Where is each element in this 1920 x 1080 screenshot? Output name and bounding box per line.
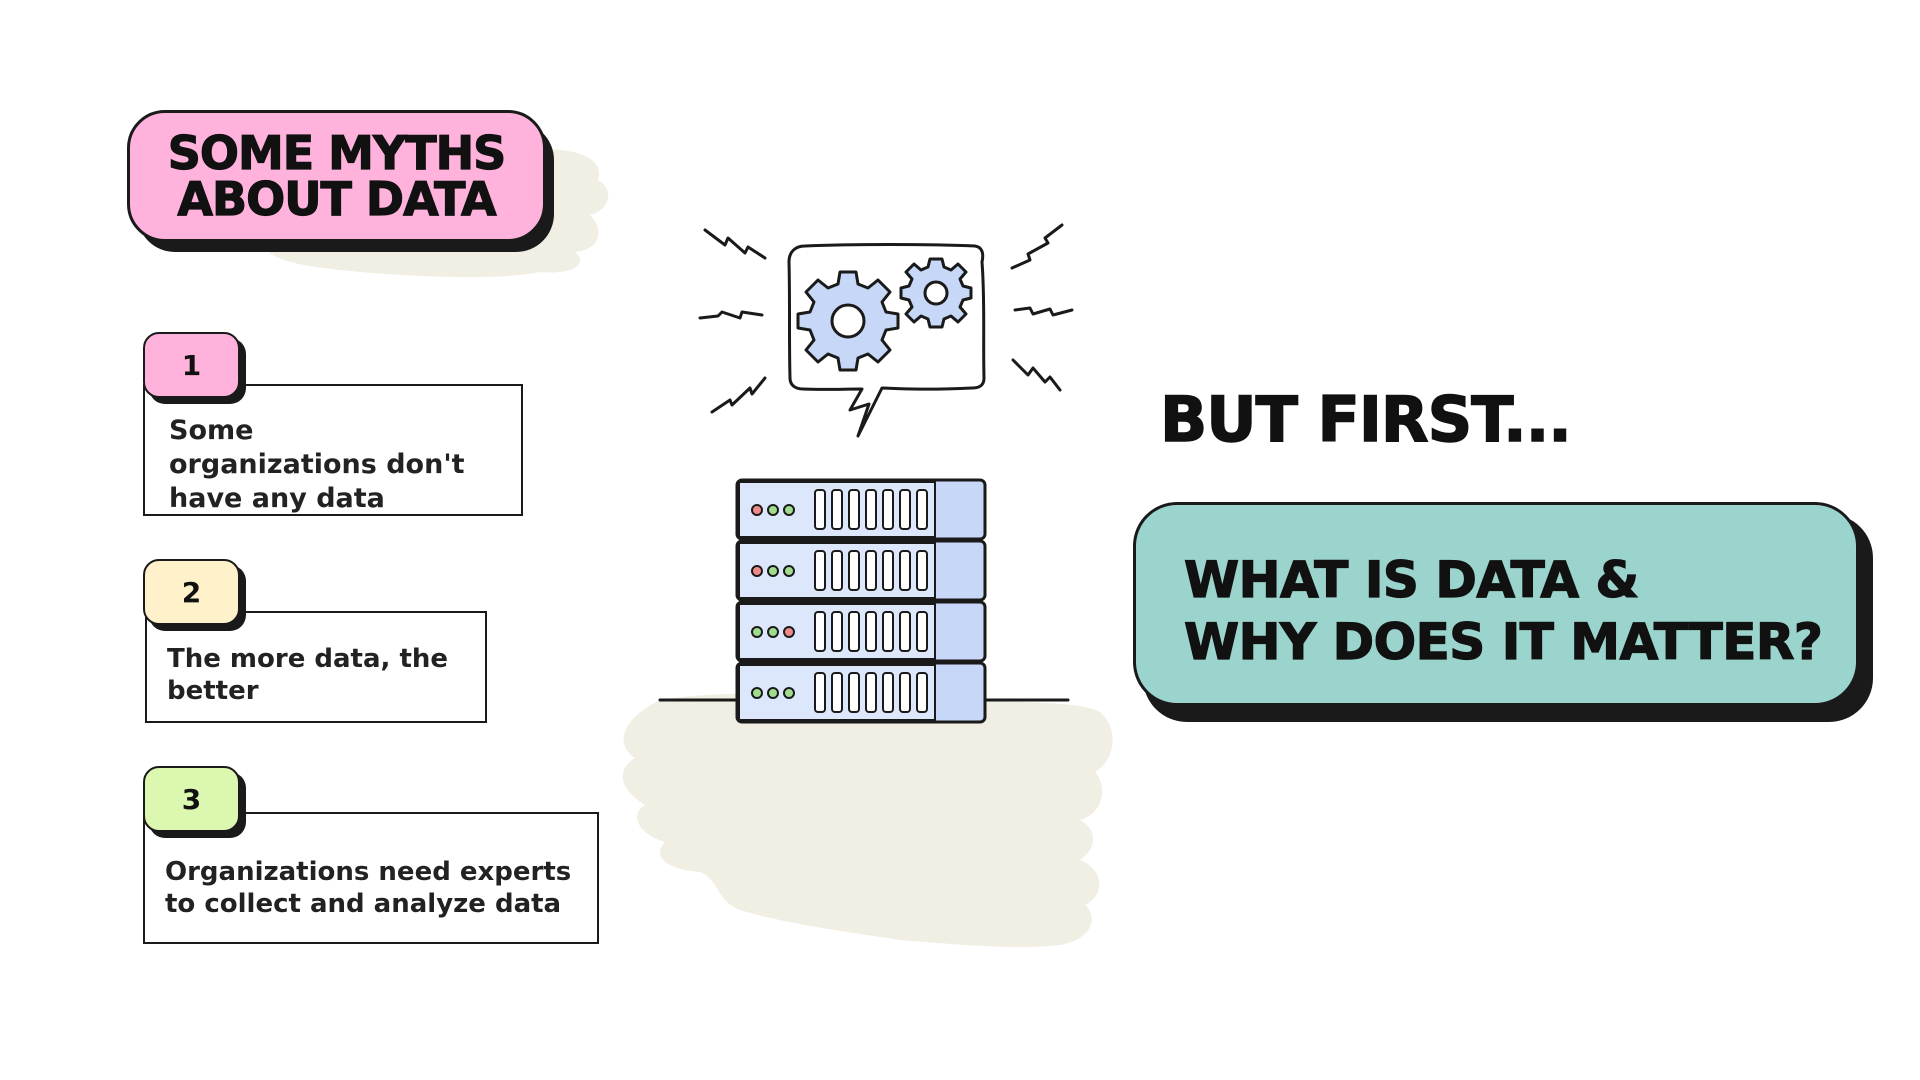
myth-item-2: The more data, the better 2 xyxy=(143,559,543,729)
question-badge-pill: WHAT IS DATA & WHY DOES IT MATTER? xyxy=(1133,502,1859,706)
title-badge-pill: SOME MYTHS ABOUT DATA xyxy=(127,110,546,242)
title-badge: SOME MYTHS ABOUT DATA xyxy=(127,110,554,252)
page-title: SOME MYTHS ABOUT DATA xyxy=(167,126,507,226)
myth-number: 2 xyxy=(143,559,240,625)
question-text: WHAT IS DATA & WHY DOES IT MATTER? xyxy=(1183,550,1823,671)
server-blob xyxy=(622,693,1113,948)
myth-item-1: Some organizations don't have any data 1 xyxy=(143,332,543,522)
myth-card: Some organizations don't have any data xyxy=(143,384,523,516)
myth-text: Organizations need experts to collect an… xyxy=(165,857,572,919)
myth-number: 3 xyxy=(143,766,240,832)
myth-number: 1 xyxy=(143,332,240,398)
myth-item-3: Organizations need experts to collect an… xyxy=(143,766,613,956)
question-badge: WHAT IS DATA & WHY DOES IT MATTER? xyxy=(1133,502,1873,722)
myth-text: Some organizations don't have any data xyxy=(169,415,465,514)
myth-text: The more data, the better xyxy=(167,644,449,706)
section-heading: BUT FIRST... xyxy=(1159,383,1572,456)
